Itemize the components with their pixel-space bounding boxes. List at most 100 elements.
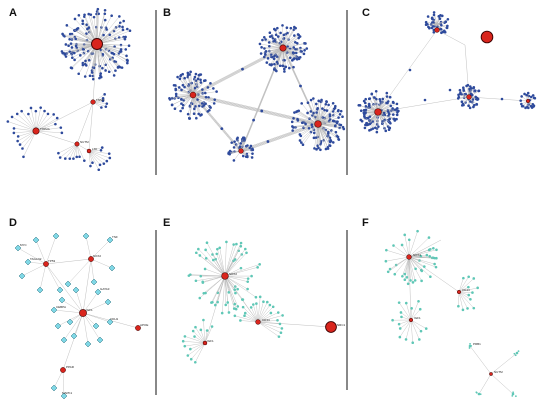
node-label: NUTM <box>494 370 503 374</box>
leaf-node <box>532 96 536 100</box>
leaf-node <box>477 89 481 93</box>
hub-node <box>279 44 287 52</box>
leaf-node <box>377 125 380 128</box>
leaf-node <box>300 102 303 105</box>
node-label: CD44 <box>262 318 270 322</box>
leaf-node <box>58 156 62 159</box>
leaf-node <box>215 90 218 93</box>
leaf-node <box>195 116 198 120</box>
leaf-node <box>389 104 393 108</box>
leaf-node <box>276 26 279 30</box>
leaf-node <box>423 265 426 268</box>
leaf-node <box>73 58 76 62</box>
leaf-node <box>168 96 171 100</box>
leaf-node <box>63 157 67 160</box>
leaf-node <box>233 302 237 306</box>
hub-node <box>325 321 337 333</box>
edge <box>224 244 237 277</box>
leaf-node <box>469 86 473 90</box>
leaf-node <box>101 66 104 70</box>
edge <box>458 291 468 309</box>
panel-label-b: B <box>163 7 171 19</box>
leaf-node <box>211 300 214 304</box>
leaf-node <box>227 291 231 294</box>
leaf-node <box>258 263 261 266</box>
leaf-node <box>246 280 250 283</box>
leaf-node <box>29 106 33 110</box>
leaf-node <box>279 31 282 35</box>
leaf-node <box>12 131 16 135</box>
leaf-node <box>179 109 182 113</box>
leaf-node <box>417 299 420 303</box>
leaf-node <box>214 303 217 307</box>
leaf-node <box>336 120 339 123</box>
leaf-node <box>467 275 470 279</box>
leaf-node <box>243 137 246 141</box>
leaf-node <box>432 11 436 14</box>
leaf-node <box>216 247 219 251</box>
edge <box>187 75 194 96</box>
leaf-node <box>282 33 286 37</box>
leaf-node <box>500 97 504 101</box>
leaf-node <box>199 78 202 82</box>
leaf-node <box>292 116 295 120</box>
leaf-node <box>260 109 264 113</box>
leaf-node <box>370 92 374 96</box>
leaf-node <box>517 350 520 353</box>
edge <box>195 342 206 363</box>
leaf-node <box>385 95 389 98</box>
edge <box>224 242 242 277</box>
leaf-node <box>288 56 292 60</box>
leaf-node <box>525 93 529 97</box>
edge <box>317 123 341 126</box>
edge <box>169 94 194 99</box>
leaf-node <box>107 70 111 74</box>
leaf-node <box>174 92 178 96</box>
leaf-node <box>95 12 98 16</box>
leaf-node <box>76 27 80 30</box>
edge <box>60 143 78 158</box>
leaf-node <box>408 68 412 72</box>
leaf-node <box>316 107 319 111</box>
leaf-node <box>291 129 294 132</box>
hub-node <box>189 91 197 99</box>
leaf-node <box>186 112 190 116</box>
hub-node <box>434 27 440 33</box>
leaf-node <box>514 395 517 398</box>
edge <box>408 231 418 258</box>
edge <box>35 113 49 132</box>
leaf-node <box>317 99 321 103</box>
edge <box>406 303 412 321</box>
edge <box>408 256 416 281</box>
leaf-node <box>326 145 330 149</box>
leaf-node <box>446 18 450 21</box>
leaf-node <box>513 352 516 355</box>
leaf-node <box>285 26 289 30</box>
leaf-node <box>398 327 402 330</box>
diamond-node <box>66 318 74 326</box>
leaf-node <box>385 91 389 95</box>
leaf-node <box>446 24 449 28</box>
edge <box>224 241 227 277</box>
edge <box>408 256 412 321</box>
leaf-node <box>328 113 332 116</box>
leaf-node <box>416 229 419 233</box>
leaf-node <box>201 105 204 108</box>
hub-node <box>408 317 414 323</box>
edge <box>257 296 261 323</box>
edge <box>23 130 37 157</box>
leaf-node <box>472 103 476 107</box>
leaf-node <box>192 112 196 116</box>
node-label: APOE <box>140 323 148 327</box>
leaf-node <box>278 322 282 326</box>
leaf-node <box>312 131 316 135</box>
leaf-node <box>286 31 289 35</box>
leaf-node <box>125 58 129 62</box>
edge <box>92 43 98 103</box>
diamond-node <box>108 264 116 272</box>
leaf-node <box>404 338 408 341</box>
leaf-node <box>90 71 94 74</box>
leaf-node <box>233 140 236 143</box>
edge <box>193 330 206 344</box>
